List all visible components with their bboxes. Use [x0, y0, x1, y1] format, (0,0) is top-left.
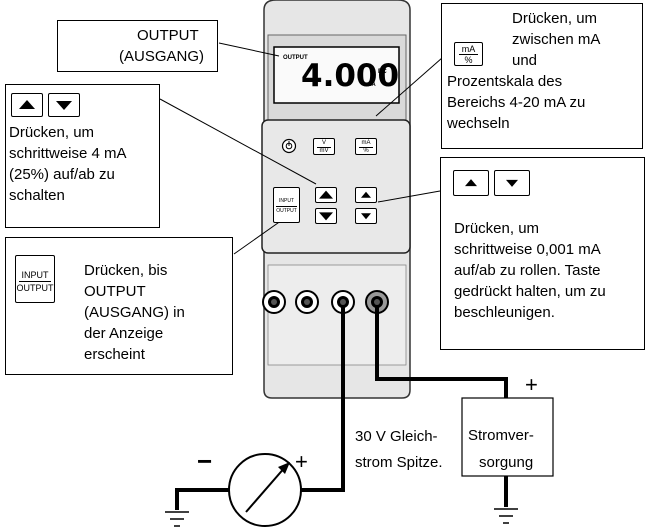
callout-ma-line5: Bereichs 4-20 mA zu [447, 94, 586, 111]
ma-key-label: mA [361, 140, 371, 146]
fine-down-button[interactable] [355, 208, 377, 224]
ma-percent-key[interactable]: mA % [355, 138, 377, 155]
callout-io-line1: Drücken, bis [84, 262, 168, 279]
ground-symbol-left [165, 511, 189, 527]
callout-step-line3: (25%) auf/ab zu [9, 166, 115, 183]
display-unit-ma: mA [366, 82, 376, 88]
callout-input-output: INPUT OUTPUT Drücken, bis OUTPUT (AUSGAN… [5, 237, 233, 375]
ammeter-symbol [228, 453, 302, 527]
ma-key-illustration-bottom: % [464, 55, 473, 65]
callout-fine-down-key [494, 170, 530, 196]
v-mv-key[interactable]: V mV [313, 138, 335, 155]
io-key-illustration: INPUT OUTPUT [15, 255, 55, 303]
lead-negative-ground [175, 488, 229, 510]
fine-up-button[interactable] [355, 187, 377, 203]
jack-3[interactable] [331, 290, 355, 314]
step-up-button[interactable] [315, 187, 337, 203]
voltage-label-line1: 30 V Gleich- [355, 428, 438, 445]
callout-ma-percent: mA % Drücken, um zwischen mA und Prozent… [441, 3, 643, 149]
arrow-down-icon [506, 179, 518, 187]
callout-down-key [48, 93, 80, 117]
callout-step-4ma: Drücken, um schrittweise 4 mA (25%) auf/… [5, 84, 160, 228]
test-leads [175, 306, 508, 510]
callout-ma-line2: zwischen mA [512, 31, 601, 48]
v-key-label: V [321, 140, 326, 146]
callout-io-line3: (AUSGANG) in [84, 304, 185, 321]
plus-sign-supply: + [525, 372, 538, 397]
mv-key-label: mV [319, 148, 329, 154]
callout-fine-line1: Drücken, um [454, 220, 540, 237]
display-mode-label: OUTPUT [283, 55, 308, 61]
arrow-down-icon [56, 100, 72, 110]
plus-sign-meter: + [295, 449, 308, 474]
lead-positive-meter [301, 306, 345, 492]
callout-step-line1: Drücken, um [9, 124, 95, 141]
ma-percent-key-illustration: mA % [454, 42, 483, 66]
io-key-illustration-top: INPUT [21, 270, 49, 280]
callout-io-line5: erscheint [84, 346, 145, 363]
callout-fine-line5: beschleunigen. [454, 304, 555, 321]
ground-symbol-right [494, 508, 518, 524]
output-key-label: OUTPUT [276, 208, 297, 214]
arrow-up-icon [319, 190, 333, 199]
arrow-down-icon [361, 213, 371, 220]
display-unit-dc: DC [378, 69, 387, 75]
input-jacks [262, 290, 389, 314]
callout-up-key [11, 93, 43, 117]
callout-step-line2: schrittweise 4 mA [9, 145, 127, 162]
callout-fine-line2: schrittweise 0,001 mA [454, 241, 601, 258]
callout-output: OUTPUT (AUSGANG) [57, 20, 218, 72]
input-output-key[interactable]: INPUT OUTPUT [273, 187, 300, 223]
io-key-illustration-bottom: OUTPUT [16, 283, 54, 293]
callout-ma-line6: wechseln [447, 115, 510, 132]
callout-output-line1: OUTPUT [137, 27, 199, 44]
percent-key-label: % [363, 148, 369, 154]
lcd-display [273, 46, 400, 104]
arrow-up-icon [19, 100, 35, 110]
callout-fine-line3: auf/ab zu rollen. Taste [454, 262, 601, 279]
arrow-up-icon [361, 191, 371, 198]
callout-ma-line4: Prozentskala des [447, 73, 563, 90]
jack-2[interactable] [295, 290, 319, 314]
lead-to-supply [375, 306, 508, 398]
power-supply-box [461, 397, 554, 477]
power-supply-label-line1: Stromver- [468, 427, 534, 444]
display-reading: 4.000 [301, 58, 400, 94]
callout-fine-line4: gedrückt halten, um zu [454, 283, 606, 300]
callout-io-line2: OUTPUT [84, 283, 146, 300]
pointer-lines [159, 42, 443, 255]
callout-fine-up-key [453, 170, 489, 196]
minus-sign-meter: − [197, 446, 213, 476]
ma-key-illustration-top: mA [461, 44, 476, 54]
input-key-label: INPUT [279, 198, 294, 204]
callout-io-line4: der Anzeige [84, 325, 164, 342]
voltage-label-line2: strom Spitze. [355, 454, 443, 471]
power-button-icon[interactable] [281, 138, 297, 154]
jack-1[interactable] [262, 290, 286, 314]
arrow-up-icon [465, 179, 477, 187]
callout-step-line4: schalten [9, 187, 65, 204]
step-down-button[interactable] [315, 208, 337, 224]
power-supply-label-line2: sorgung [479, 454, 534, 471]
arrow-down-icon [319, 212, 333, 221]
callout-output-line2: (AUSGANG) [119, 48, 205, 65]
callout-ma-line3: und [512, 52, 538, 69]
callout-ma-line1: Drücken, um [512, 10, 598, 27]
callout-fine-step: Drücken, um schrittweise 0,001 mA auf/ab… [440, 157, 645, 350]
